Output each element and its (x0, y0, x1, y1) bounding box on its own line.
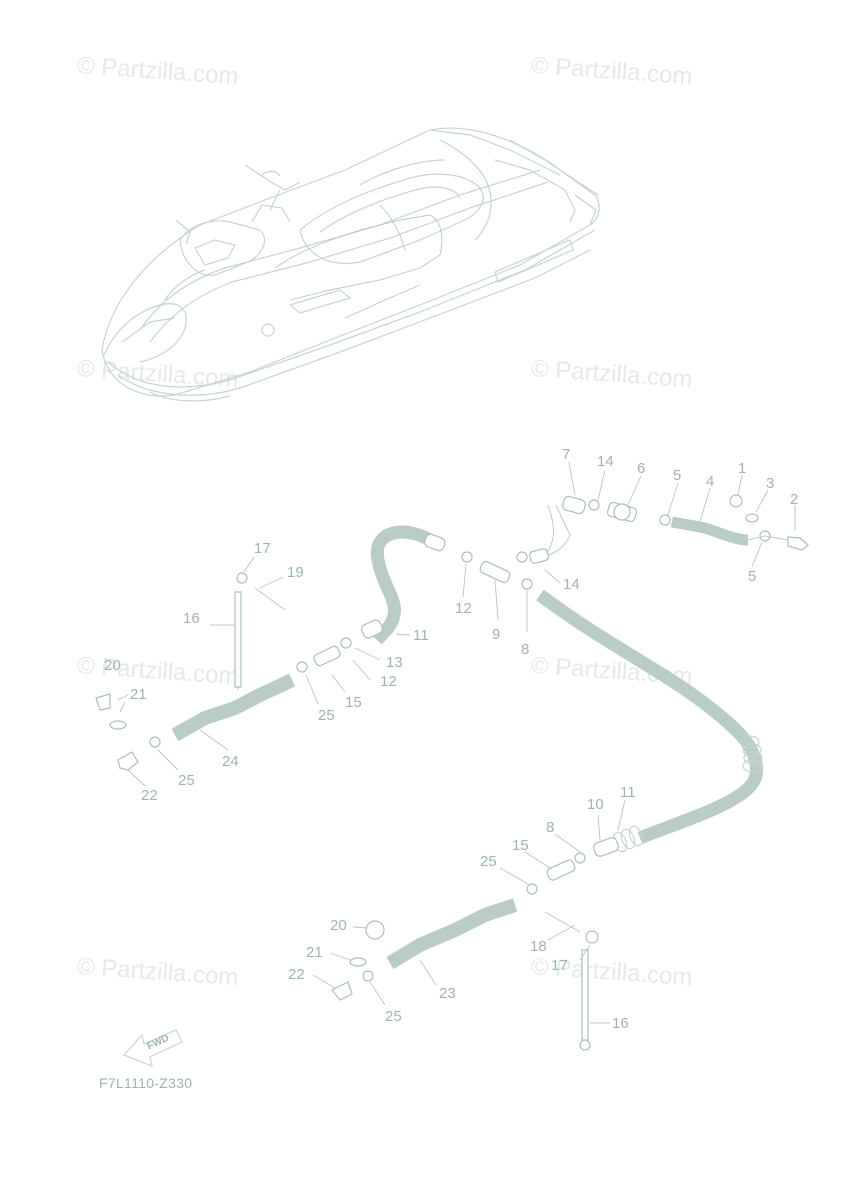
callout-4: 4 (706, 473, 715, 490)
callout-1: 1 (738, 460, 747, 477)
callout-12: 12 (380, 673, 397, 690)
leader-lines (117, 461, 796, 1024)
lower-assembly (122, 837, 619, 1067)
callout-8: 8 (546, 819, 555, 836)
callout-20: 20 (104, 657, 121, 674)
callout-11: 11 (620, 784, 636, 801)
callout-18: 18 (530, 938, 547, 955)
callout-17: 17 (254, 540, 271, 557)
callout-14: 14 (597, 453, 614, 470)
upper-right-assembly (539, 494, 809, 561)
callout-5: 5 (748, 568, 757, 585)
callout-22: 22 (141, 787, 158, 804)
callout-20: 20 (330, 917, 347, 934)
callout-11: 11 (413, 627, 429, 644)
callout-17: 17 (551, 957, 568, 974)
diagram-code: F7L1110-Z330 (99, 1075, 193, 1091)
watercraft-illustration (101, 127, 600, 402)
callout-19: 19 (287, 564, 304, 581)
callout-14: 14 (563, 576, 580, 593)
left-assembly (95, 572, 383, 771)
callout-12: 12 (455, 600, 472, 617)
callout-9: 9 (492, 626, 501, 643)
callout-8: 8 (521, 641, 530, 658)
center-fittings (424, 504, 571, 590)
callout-21: 21 (130, 686, 147, 703)
callout-5: 5 (673, 467, 682, 484)
callout-7: 7 (562, 446, 571, 463)
callout-25: 25 (385, 1008, 402, 1025)
callout-16: 16 (612, 1015, 629, 1032)
fwd-arrow-icon (122, 1029, 183, 1067)
callout-25: 25 (318, 707, 335, 724)
callout-22: 22 (288, 966, 305, 983)
callout-23: 23 (439, 985, 456, 1002)
callout-10: 10 (587, 796, 604, 813)
callout-13: 13 (386, 654, 403, 671)
callout-16: 16 (183, 610, 200, 627)
main-hose (365, 525, 763, 853)
callout-21: 21 (306, 944, 323, 961)
callout-24: 24 (222, 753, 239, 770)
callout-15: 15 (345, 694, 362, 711)
callout-25: 25 (480, 853, 497, 870)
callout-15: 15 (512, 837, 529, 854)
callout-6: 6 (637, 460, 646, 477)
callout-25: 25 (178, 772, 195, 789)
callout-3: 3 (766, 475, 775, 492)
callout-2: 2 (790, 491, 799, 508)
